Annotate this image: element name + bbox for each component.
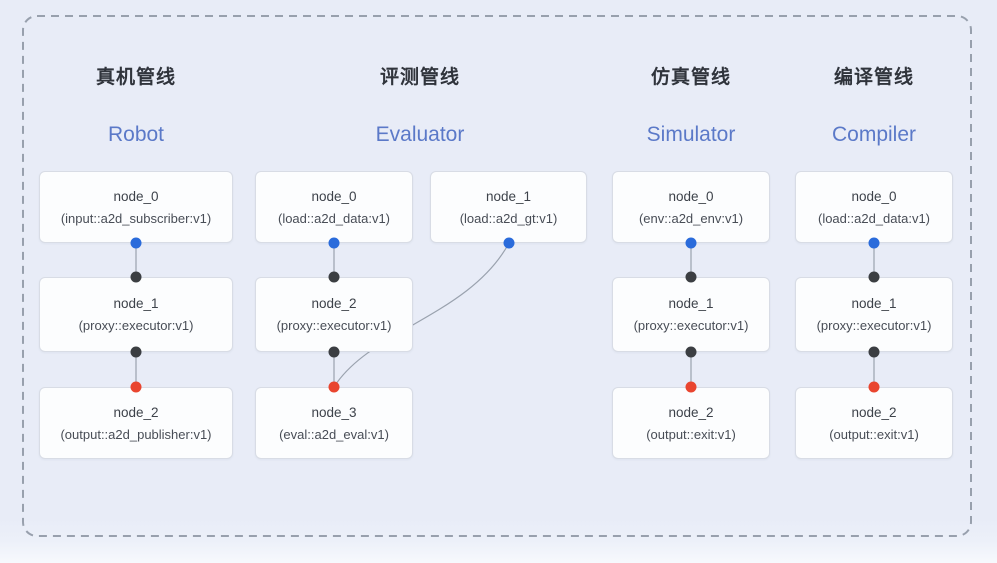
node-type: (load::a2d_data:v1) (817, 210, 931, 226)
pipeline-title-cn-robot: 真机管线 (95, 67, 177, 88)
node-evaluator-node2: node_2 (proxy::executor:v1) (255, 277, 413, 352)
node-robot-node2: node_2 (output::a2d_publisher:v1) (39, 387, 233, 459)
node-name: node_0 (113, 188, 159, 204)
node-type: (proxy::executor:v1) (78, 318, 194, 333)
node-type: (load::a2d_gt:v1) (459, 210, 558, 226)
node-compiler-node2: node_2 (output::exit:v1) (795, 387, 953, 459)
pipeline-title-en-robot: Robot (107, 123, 165, 146)
node-simulator-node0: node_0 (env::a2d_env:v1) (612, 171, 770, 243)
node-name: node_2 (113, 404, 159, 420)
node-type: (proxy::executor:v1) (633, 318, 749, 333)
node-type: (proxy::executor:v1) (276, 318, 392, 333)
pipeline-title-cn-compiler: 编译管线 (833, 67, 915, 88)
node-type: (eval::a2d_eval:v1) (279, 426, 389, 442)
node-name: node_0 (311, 188, 357, 204)
node-name: node_1 (113, 296, 159, 311)
node-type: (output::exit:v1) (646, 426, 736, 442)
node-evaluator-node1: node_1 (load::a2d_gt:v1) (430, 171, 587, 243)
node-compiler-node1: node_1 (proxy::executor:v1) (795, 277, 953, 352)
node-type: (output::a2d_publisher:v1) (60, 426, 212, 442)
pipeline-title-cn-simulator: 仿真管线 (650, 67, 732, 88)
pipeline-title-en-simulator: Simulator (646, 123, 736, 146)
node-evaluator-node3: node_3 (eval::a2d_eval:v1) (255, 387, 413, 459)
node-simulator-node2: node_2 (output::exit:v1) (612, 387, 770, 459)
node-robot-node0: node_0 (input::a2d_subscriber:v1) (39, 171, 233, 243)
pipeline-title-en-compiler: Compiler (831, 123, 917, 146)
pipeline-title-en-evaluator: Evaluator (375, 123, 465, 146)
node-name: node_3 (311, 404, 357, 420)
node-name: node_1 (668, 296, 714, 311)
node-simulator-node1: node_1 (proxy::executor:v1) (612, 277, 770, 352)
node-type: (input::a2d_subscriber:v1) (60, 210, 212, 226)
node-evaluator-node0: node_0 (load::a2d_data:v1) (255, 171, 413, 243)
node-name: node_0 (851, 188, 897, 204)
node-name: node_2 (311, 296, 357, 311)
node-name: node_2 (851, 404, 897, 420)
node-name: node_0 (668, 188, 714, 204)
node-robot-node1: node_1 (proxy::executor:v1) (39, 277, 233, 352)
node-type: (env::a2d_env:v1) (638, 210, 744, 226)
pipeline-title-cn-evaluator: 评测管线 (379, 67, 461, 88)
node-type: (proxy::executor:v1) (816, 318, 932, 333)
node-compiler-node0: node_0 (load::a2d_data:v1) (795, 171, 953, 243)
node-name: node_1 (485, 188, 532, 204)
edge-evaluator-node1-node3 (333, 242, 510, 388)
node-name: node_2 (668, 404, 714, 420)
node-type: (output::exit:v1) (829, 426, 919, 442)
node-name: node_1 (851, 296, 897, 311)
node-type: (load::a2d_data:v1) (277, 210, 391, 226)
